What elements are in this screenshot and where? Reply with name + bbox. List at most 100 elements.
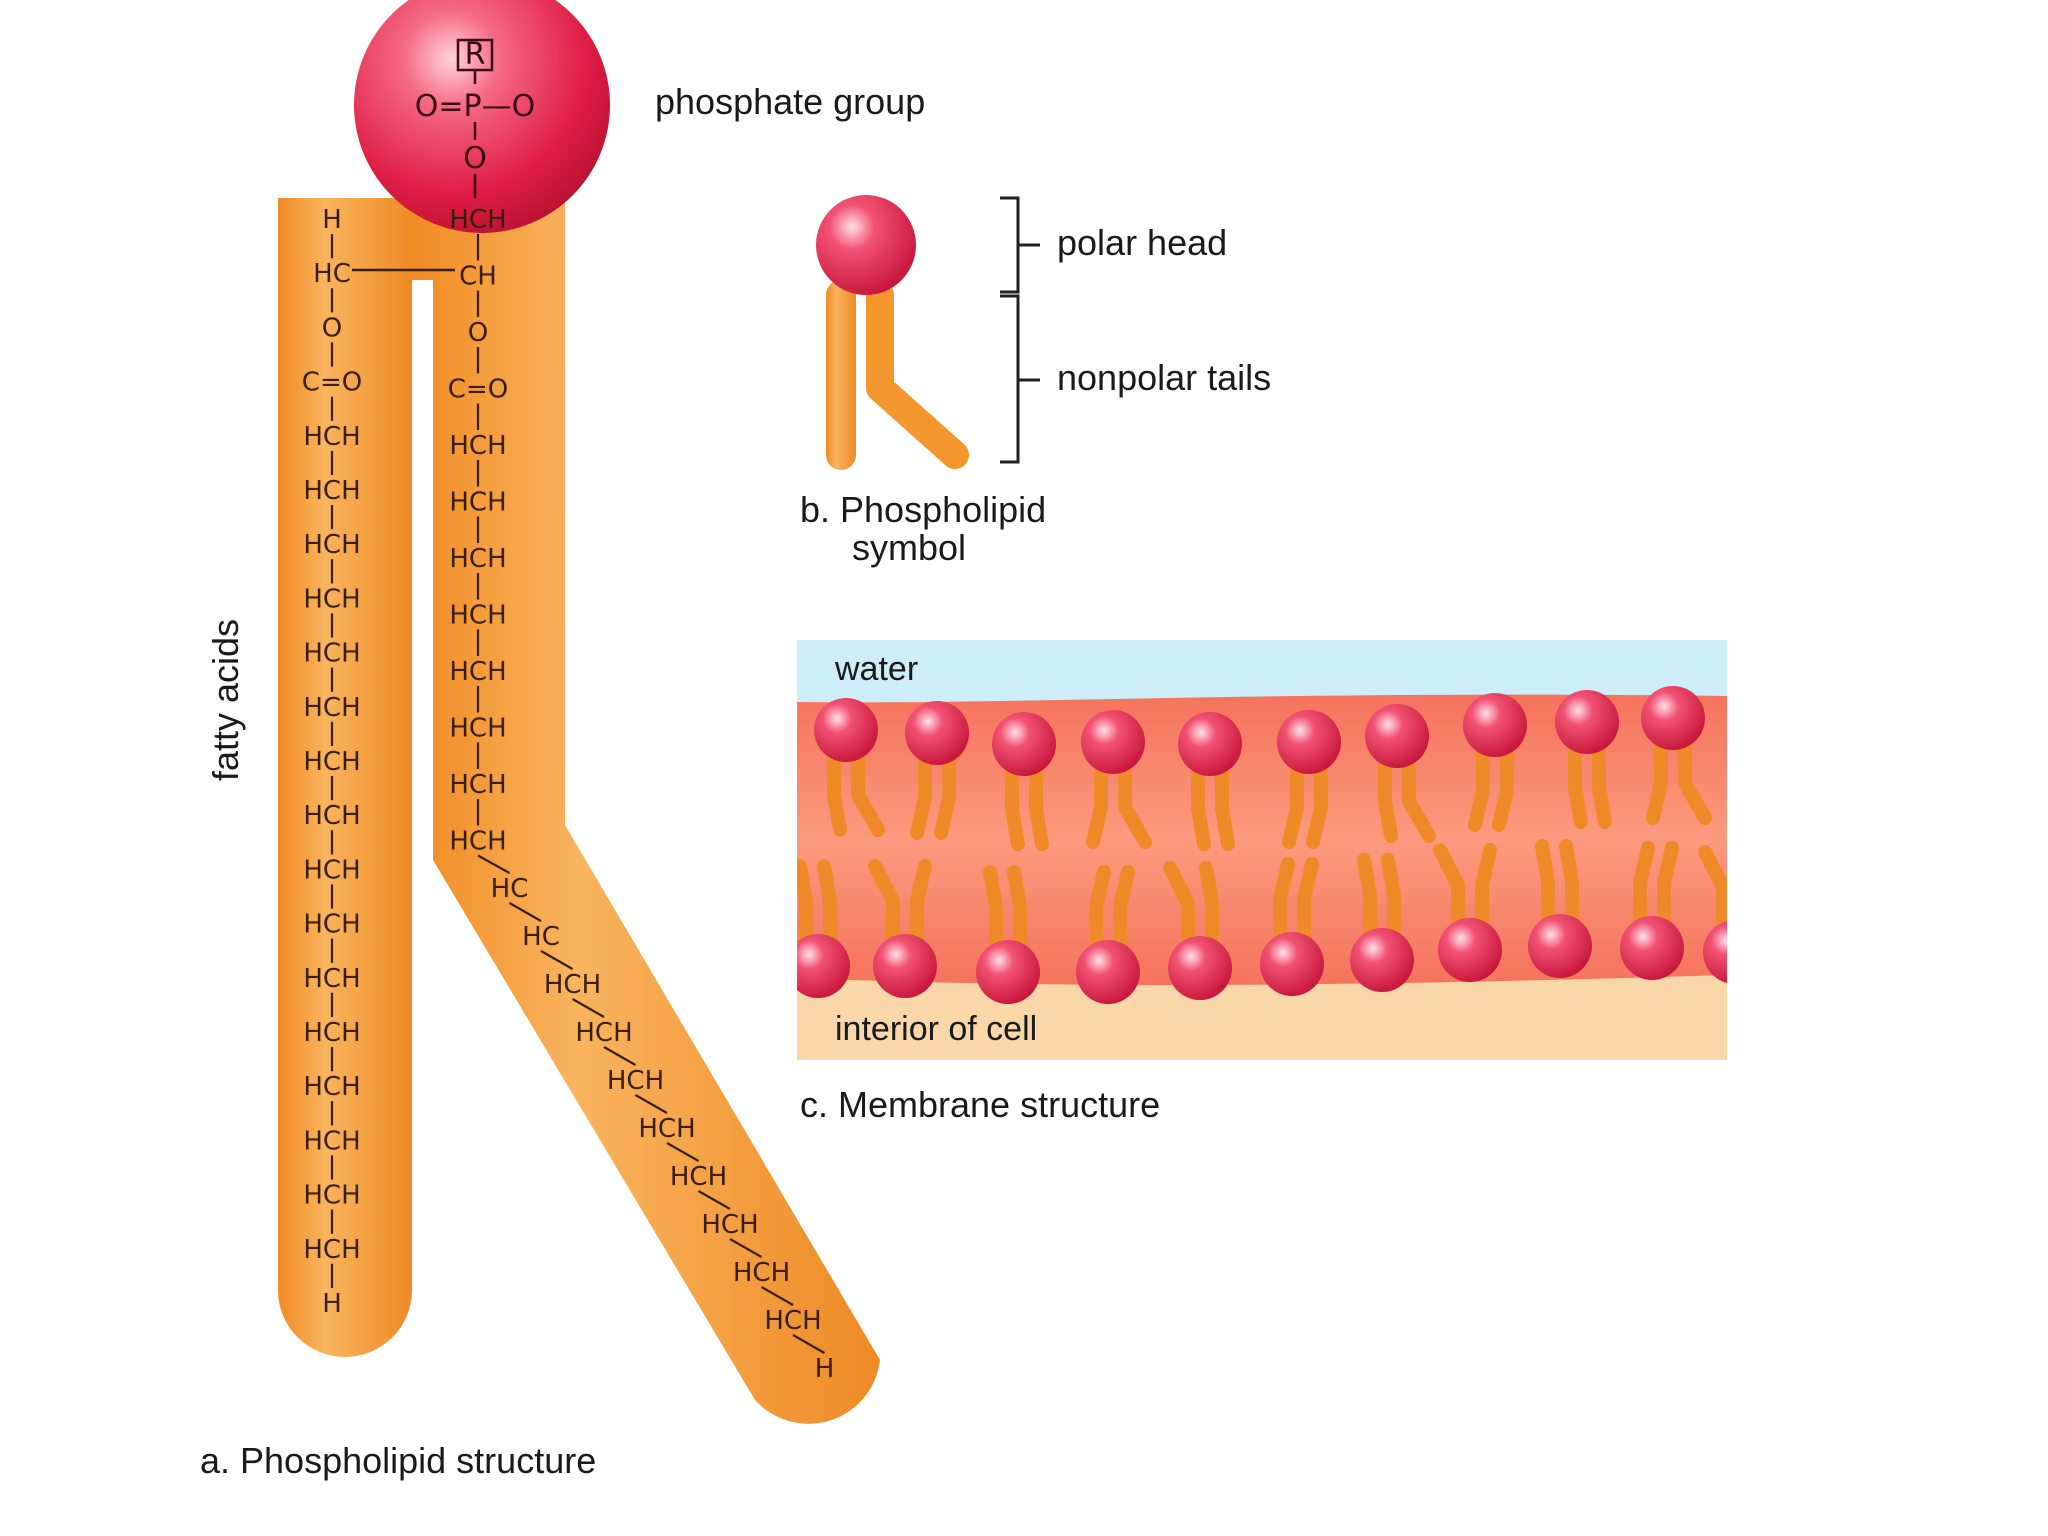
phosphate-formula: O=P—O [415, 89, 535, 124]
left-chain-atom: HCH [303, 584, 360, 614]
left-fatty-acid-tail [278, 198, 412, 1357]
membrane-structure: water interior of cell c. Membrane struc… [797, 640, 1747, 1125]
left-chain-atom: HCH [303, 476, 360, 506]
left-chain-atom: HCH [303, 530, 360, 560]
right-chain-bond [540, 950, 574, 970]
right-chain-atom: HC [491, 874, 529, 904]
right-chain-atom: H [815, 1354, 835, 1384]
membrane-tail [1357, 853, 1377, 937]
membrane-tail [1007, 865, 1027, 949]
left-chain-atom: HCH [303, 1235, 360, 1265]
right-chain-atom: HCH [733, 1258, 790, 1288]
membrane-tail [797, 859, 813, 943]
membrane-head [1365, 704, 1429, 768]
left-chain-atom: C=O [302, 368, 362, 398]
membrane-tail [983, 865, 1003, 949]
phospholipid-structure: R O=P—O O HHCOC=OHCHHCHHCHHCHHCHHCHHCHHC… [200, 0, 925, 1481]
symbol-polar-head [816, 195, 916, 295]
phospholipid-symbol: polar head nonpolar tails b. Phospholipi… [800, 195, 1271, 568]
membrane-head [976, 940, 1040, 1004]
bilayer-tails [797, 741, 1747, 949]
membrane-head [1620, 916, 1684, 980]
right-chain-atom: HC [522, 922, 560, 952]
phosphate-oxygen: O [463, 141, 487, 176]
phosphate-head [354, 0, 610, 233]
membrane-tail [1633, 841, 1655, 925]
polar-head-label: polar head [1057, 222, 1227, 263]
membrane-tail [1559, 839, 1579, 923]
membrane-head [1350, 928, 1414, 992]
left-chain-atom: H [322, 1289, 342, 1319]
left-chain-atom: HCH [303, 1181, 360, 1211]
symbol-right-tail [866, 281, 969, 469]
phosphate-group-label: phosphate group [655, 81, 925, 122]
membrane-head [1277, 710, 1341, 774]
right-chain-bond [634, 1094, 668, 1114]
left-chain-formula: HHCOC=OHCHHCHHCHHCHHCHHCHHCHHCHHCHHCHHCH… [302, 205, 362, 1319]
membrane-tail [1475, 843, 1497, 927]
membrane-tail [1381, 853, 1401, 937]
right-chain-atom: C=O [448, 375, 508, 405]
membrane-head [905, 701, 969, 765]
membrane-head [992, 712, 1056, 776]
membrane-head [1178, 712, 1242, 776]
membrane-tail [1029, 767, 1049, 851]
membrane-tail [1433, 843, 1465, 927]
right-chain-atom: HCH [701, 1210, 758, 1240]
membrane-tail [934, 756, 956, 840]
caption-b-line2: symbol [852, 527, 966, 568]
membrane-head [1463, 693, 1527, 757]
right-chain-bond [477, 854, 511, 874]
left-chain-atom: HCH [303, 639, 360, 669]
right-chain-atom: O [468, 318, 488, 348]
membrane-tail [1215, 767, 1235, 851]
right-chain-atom: HCH [607, 1066, 664, 1096]
caption-c: c. Membrane structure [800, 1084, 1160, 1125]
left-chain-atom: HCH [303, 964, 360, 994]
right-chain-formula: HCHCHOC=OHCHHCHHCHHCHHCHHCHHCHHCHHCHCHCH… [448, 205, 834, 1384]
membrane-tail [1378, 759, 1398, 843]
membrane-head [1438, 918, 1502, 982]
symbol-left-tail [826, 280, 856, 470]
membrane-tail [1089, 865, 1111, 949]
right-chain-bond [792, 1334, 826, 1354]
right-chain-atom: HCH [449, 714, 506, 744]
membrane-tail [1678, 741, 1712, 825]
membrane-tail [1297, 857, 1319, 941]
nonpolar-tails-label: nonpolar tails [1057, 357, 1271, 398]
membrane-tail [1535, 839, 1555, 923]
membrane-tail [910, 859, 932, 943]
membrane-head [1076, 940, 1140, 1004]
left-chain-atom: O [322, 313, 342, 343]
nonpolar-tails-bracket [1000, 294, 1040, 464]
membrane-tail [1741, 852, 1747, 922]
right-chain-atom: HCH [449, 827, 506, 857]
left-chain-atom: HCH [303, 801, 360, 831]
membrane-tail [1191, 767, 1211, 851]
fatty-acids-label: fatty acids [205, 619, 246, 781]
membrane-tail [851, 753, 885, 837]
membrane-head [814, 698, 878, 762]
left-chain-atom: H [322, 205, 342, 235]
membrane-tail [1568, 745, 1588, 829]
left-chain-atom: HCH [303, 1072, 360, 1102]
membrane-tail [1698, 845, 1727, 929]
membrane-head [797, 934, 850, 998]
membrane-head [873, 934, 937, 998]
right-chain-atom: HCH [638, 1114, 695, 1144]
membrane-tail [1657, 841, 1679, 925]
left-chain-atom: HCH [303, 910, 360, 940]
membrane-tail [1468, 748, 1490, 832]
right-chain-atom: HCH [544, 970, 601, 1000]
right-chain-atom: HCH [449, 657, 506, 687]
membrane-tail [1592, 745, 1612, 829]
membrane-head [1641, 686, 1705, 750]
right-chain-bond [603, 1046, 637, 1066]
membrane-head [1703, 921, 1727, 983]
right-chain-bond [666, 1142, 700, 1162]
membrane-head [1528, 914, 1592, 978]
left-chain-atom: HCH [303, 693, 360, 723]
membrane-tail [1646, 741, 1668, 825]
right-chain-atom: HCH [575, 1018, 632, 1048]
